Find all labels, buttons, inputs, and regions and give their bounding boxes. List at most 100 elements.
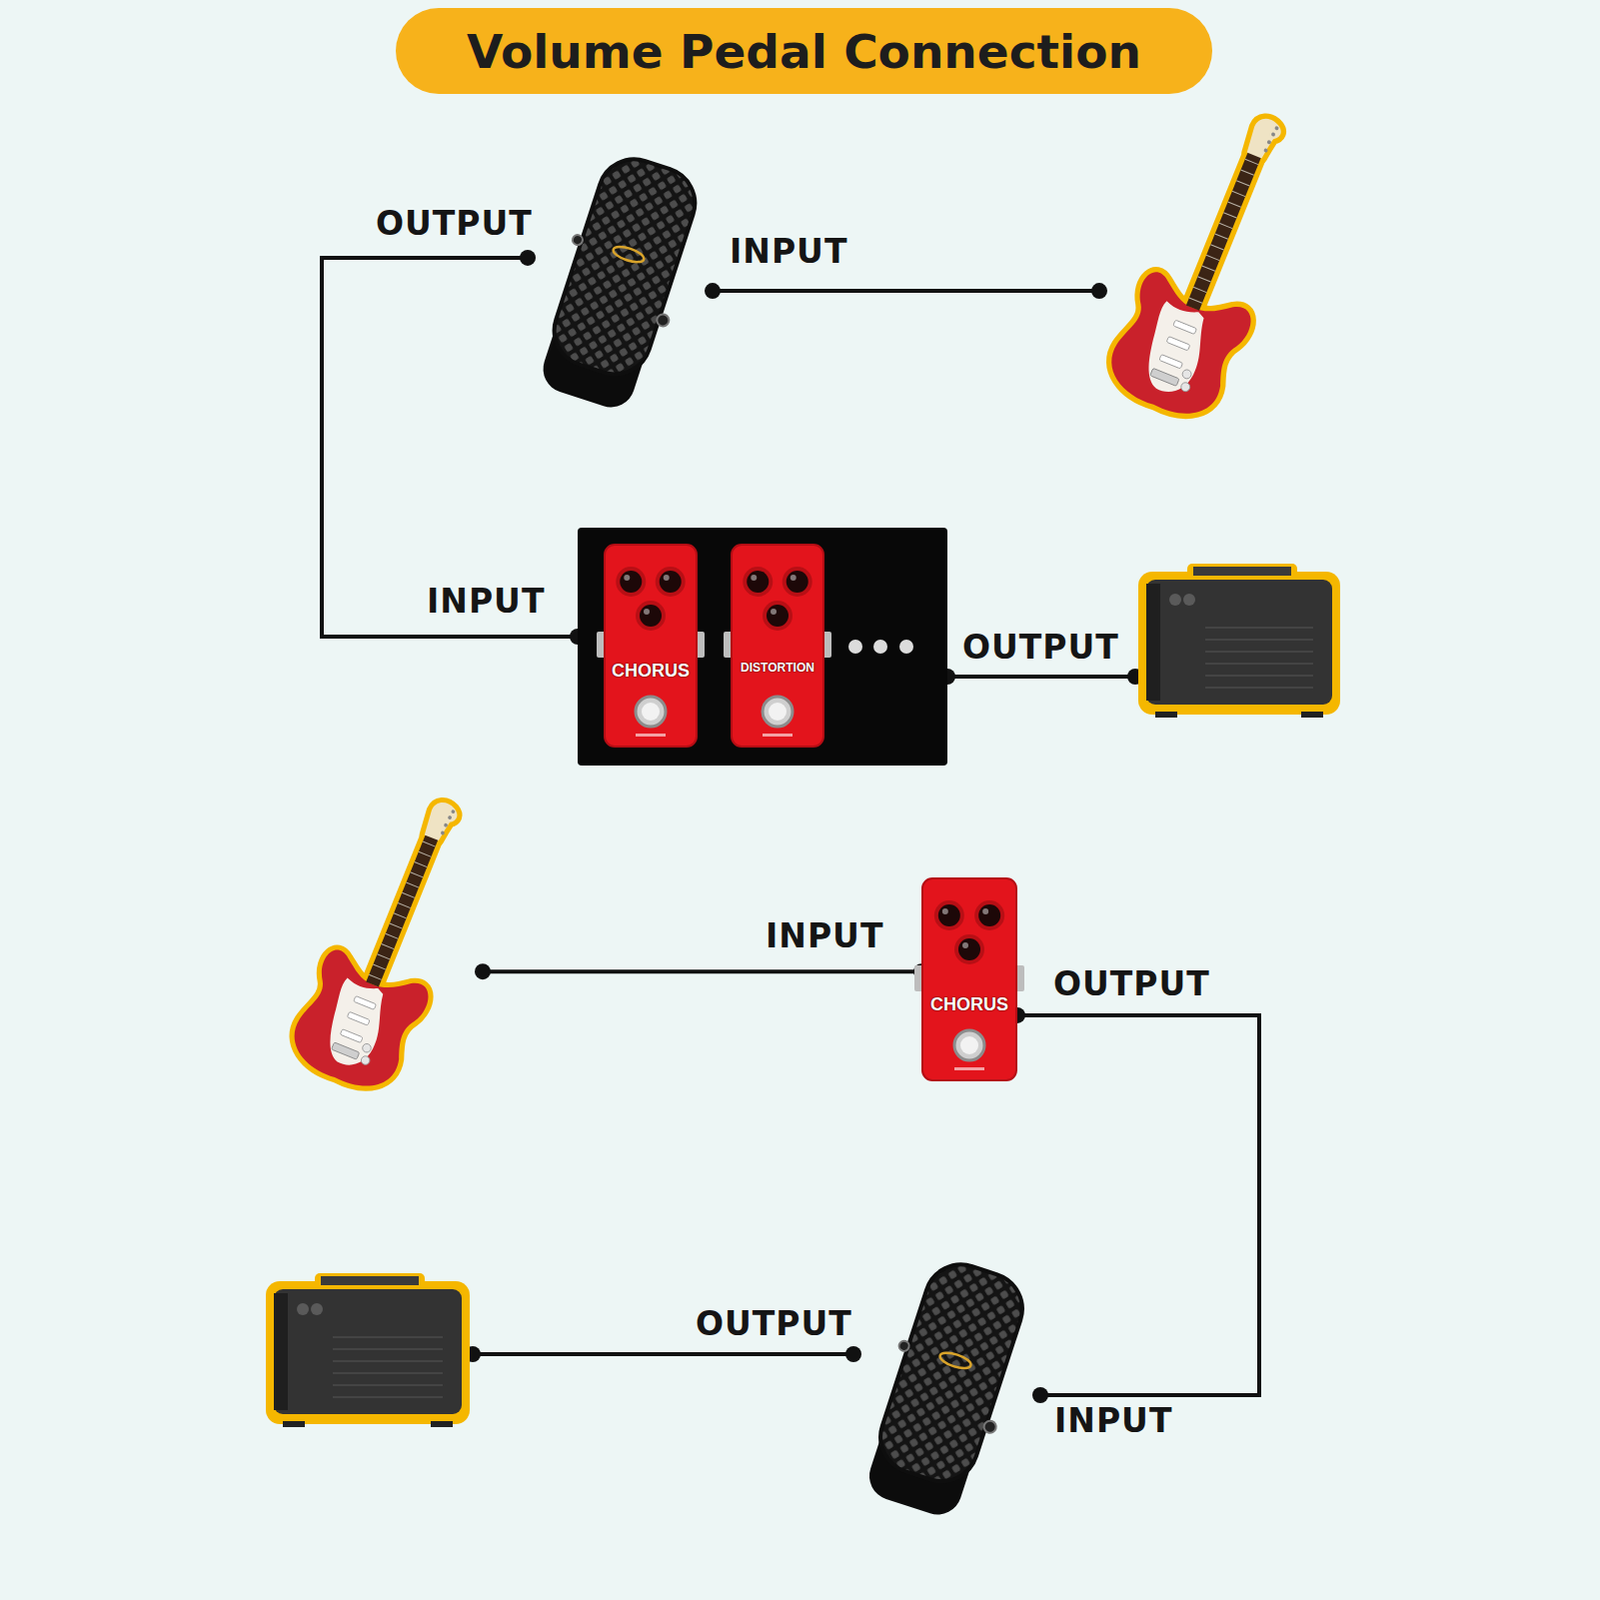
illustration-part bbox=[1205, 662, 1314, 665]
illustration-part bbox=[1179, 380, 1192, 393]
illustration-part bbox=[393, 913, 407, 919]
illustration-part bbox=[962, 942, 969, 949]
illustration-part bbox=[577, 527, 948, 766]
illustration-part bbox=[273, 1289, 462, 1415]
illustration-part bbox=[1183, 593, 1196, 606]
amp-illustration bbox=[1135, 561, 1344, 721]
illustration-part bbox=[381, 944, 395, 950]
pedal-illustration bbox=[853, 1260, 1041, 1511]
illustration-part bbox=[639, 604, 662, 627]
illustration-part bbox=[766, 604, 789, 627]
illustration-part bbox=[1205, 674, 1314, 677]
illustration-part bbox=[439, 830, 445, 836]
cable-connector bbox=[704, 282, 1108, 299]
illustration-part bbox=[332, 1360, 443, 1363]
illustration-part bbox=[1138, 571, 1341, 715]
effect-pedal: CHORUS bbox=[603, 543, 698, 748]
illustration-part bbox=[1228, 201, 1242, 207]
cable-line bbox=[947, 674, 1136, 679]
cable-line bbox=[321, 257, 578, 637]
illustration-part bbox=[544, 149, 704, 384]
illustration-part bbox=[1186, 147, 1264, 311]
illustration-part bbox=[332, 1348, 443, 1351]
illustration-part bbox=[852, 1252, 1042, 1525]
port-label: OUTPUT bbox=[695, 1307, 853, 1341]
illustration-part bbox=[385, 933, 399, 939]
illustration-part bbox=[611, 243, 646, 265]
illustration-part bbox=[623, 574, 630, 581]
illustration-part bbox=[1150, 367, 1180, 386]
illustration-part bbox=[422, 841, 436, 847]
illustration-part bbox=[635, 600, 666, 631]
illustration-part bbox=[1187, 563, 1298, 580]
pedal-name: CHORUS bbox=[921, 995, 1018, 1014]
illustration-part bbox=[746, 570, 769, 593]
illustration-part bbox=[635, 733, 666, 737]
illustration-part bbox=[635, 696, 666, 727]
cable-connector bbox=[1009, 1007, 1260, 1404]
illustration-part bbox=[1301, 711, 1324, 718]
cable-line bbox=[712, 288, 1100, 293]
illustration-part bbox=[265, 1281, 470, 1425]
illustration-part bbox=[655, 312, 671, 328]
amp-illustration bbox=[262, 1271, 473, 1431]
illustration-part bbox=[1100, 267, 1257, 428]
illustration-part bbox=[283, 945, 434, 1100]
illustration-part bbox=[1205, 638, 1314, 641]
illustration-part bbox=[899, 639, 914, 654]
illustration-part bbox=[978, 904, 1001, 927]
illustration-part bbox=[1205, 626, 1314, 629]
illustration-part bbox=[922, 878, 1017, 1081]
illustration-part bbox=[310, 1303, 323, 1316]
illustration-part bbox=[296, 1303, 309, 1316]
illustration-part bbox=[1193, 286, 1207, 292]
pedal-name: DISTORTION bbox=[730, 661, 825, 674]
illustration-part bbox=[1186, 147, 1264, 311]
illustration-part bbox=[1205, 686, 1314, 689]
effect-pedal-shape bbox=[921, 877, 1018, 1082]
cable-end-dot bbox=[474, 963, 491, 980]
illustration-part bbox=[762, 733, 793, 737]
illustration-part bbox=[1202, 265, 1216, 271]
illustration-part bbox=[659, 570, 682, 593]
illustration-part bbox=[958, 938, 981, 961]
cable-connector bbox=[464, 1346, 862, 1363]
illustration-part bbox=[643, 608, 650, 615]
illustration-part bbox=[1193, 566, 1292, 576]
effect-pedal-shape bbox=[603, 543, 698, 748]
illustration-part bbox=[871, 1255, 1033, 1492]
illustration-part bbox=[421, 798, 460, 844]
illustration-part bbox=[731, 544, 824, 747]
illustration-part bbox=[1271, 131, 1277, 137]
port-label: OUTPUT bbox=[1053, 967, 1211, 1001]
effect-pedal: DISTORTION bbox=[730, 543, 825, 748]
guitar-illustration bbox=[293, 767, 483, 1123]
illustration-part bbox=[1245, 158, 1259, 164]
guitar-amp bbox=[262, 1271, 473, 1431]
illustration-part bbox=[1236, 180, 1250, 186]
illustration-part bbox=[1206, 254, 1220, 260]
illustration-part bbox=[376, 954, 390, 960]
cable-end-dot bbox=[1032, 1387, 1049, 1404]
illustration-part bbox=[389, 923, 403, 929]
illustration-part bbox=[1210, 244, 1224, 250]
illustration-part bbox=[571, 233, 585, 247]
illustration-part bbox=[365, 830, 440, 988]
illustration-part bbox=[339, 1029, 363, 1044]
guitar-amp bbox=[1135, 561, 1344, 721]
illustration-part bbox=[938, 1350, 973, 1372]
illustration-part bbox=[1146, 583, 1161, 701]
illustration-part bbox=[768, 702, 787, 721]
electric-guitar bbox=[1099, 89, 1320, 444]
illustration-part bbox=[526, 146, 714, 417]
illustration-part bbox=[615, 566, 646, 597]
volume-pedal bbox=[853, 1260, 1041, 1511]
illustration-part bbox=[1169, 593, 1182, 606]
illustration-part bbox=[365, 830, 440, 988]
cable-end-dot bbox=[704, 282, 721, 299]
port-label: INPUT bbox=[1054, 1404, 1173, 1438]
illustration-part bbox=[954, 934, 985, 965]
title-text: Volume Pedal Connection bbox=[466, 27, 1142, 75]
illustration-part bbox=[447, 815, 453, 821]
illustration-part bbox=[332, 1336, 443, 1339]
